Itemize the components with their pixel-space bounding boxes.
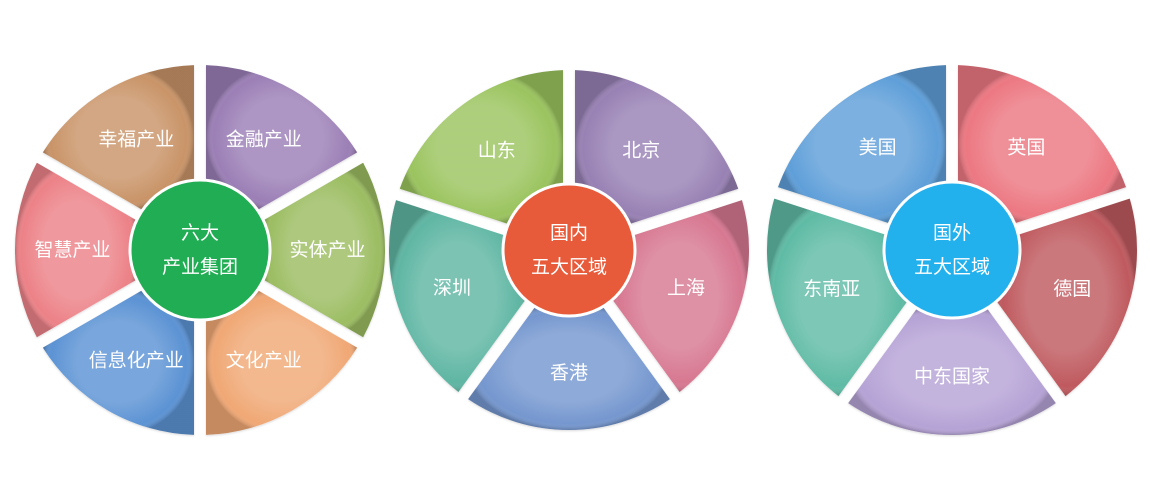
center-title-line2: 五大区域 <box>531 256 607 278</box>
segment: 信息化产业 <box>42 289 195 435</box>
wheel-center-overseas-regions: 国外 五大区域 <box>882 180 1022 320</box>
center-title-line1: 国内 <box>550 222 588 244</box>
segment-shading <box>957 65 1126 224</box>
segment: 文化产业 <box>205 289 358 435</box>
segment-shading <box>205 65 358 211</box>
segment-shading <box>15 162 139 338</box>
wheel-center-domestic-regions: 国内 五大区域 <box>501 182 637 318</box>
segment: 香港 <box>468 305 670 430</box>
segment: 智慧产业 <box>15 162 139 338</box>
segment-shading <box>42 289 195 435</box>
center-circle <box>128 178 272 322</box>
segment: 北京 <box>574 70 739 225</box>
segment: 深圳 <box>389 200 527 393</box>
segment-label: 香港 <box>550 362 588 384</box>
segment-label: 德国 <box>1053 278 1091 300</box>
segment-label: 山东 <box>478 139 516 161</box>
segment: 幸福产业 <box>42 65 195 211</box>
segment: 实体产业 <box>261 162 385 338</box>
segment: 英国 <box>957 65 1126 224</box>
segment: 金融产业 <box>205 65 358 211</box>
segment: 上海 <box>611 200 749 393</box>
segment-label: 北京 <box>622 139 660 161</box>
segment-label: 金融产业 <box>226 129 302 151</box>
segment-label: 美国 <box>859 137 897 159</box>
center-title-line2: 五大区域 <box>914 256 990 278</box>
segment-label: 英国 <box>1007 137 1045 159</box>
center-title-line2: 产业集团 <box>162 256 238 278</box>
segment-shading <box>574 70 739 225</box>
segment-label: 深圳 <box>433 277 471 299</box>
segment-label: 文化产业 <box>226 349 302 371</box>
segment-shading <box>848 306 1056 436</box>
segment: 东南亚 <box>767 198 909 397</box>
segment-shading <box>205 289 358 435</box>
segment: 美国 <box>778 65 947 224</box>
center-circle <box>882 180 1022 320</box>
segment-shading <box>995 198 1137 397</box>
wheel-center-industry-groups: 六大 产业集团 <box>128 178 272 322</box>
segment-label: 信息化产业 <box>89 349 184 371</box>
segment-shading <box>399 70 564 225</box>
segment-shading <box>767 198 909 397</box>
segment-label: 实体产业 <box>289 239 365 261</box>
segment-shading <box>389 200 527 393</box>
segment-shading <box>261 162 385 338</box>
segment-shading <box>468 305 670 430</box>
segment: 山东 <box>399 70 564 225</box>
center-circle <box>501 182 637 318</box>
segment-label: 东南亚 <box>803 278 860 300</box>
segment-label: 上海 <box>667 277 705 299</box>
center-title-line1: 六大 <box>181 222 219 244</box>
segment: 中东国家 <box>848 306 1056 436</box>
segment-shading <box>778 65 947 224</box>
segment-label: 智慧产业 <box>34 239 110 261</box>
segment-shading <box>42 65 195 211</box>
center-title-line1: 国外 <box>933 222 971 244</box>
segment-label: 幸福产业 <box>98 129 174 151</box>
segment-shading <box>611 200 749 393</box>
segment-label: 中东国家 <box>914 366 990 388</box>
segment: 德国 <box>995 198 1137 397</box>
